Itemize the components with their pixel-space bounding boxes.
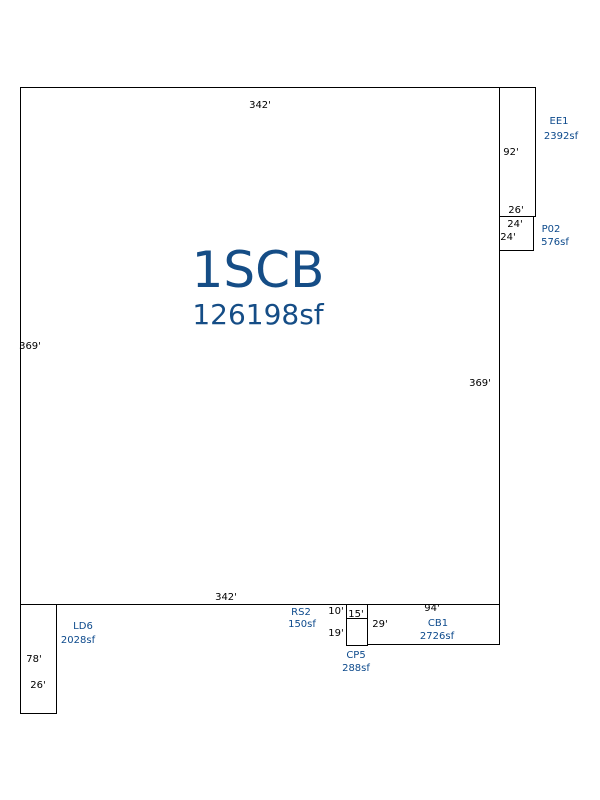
main-room-name: 1SCB	[192, 241, 325, 299]
ee1-dim-height: 92'	[503, 147, 518, 158]
rs2-name: RS2	[291, 607, 311, 618]
room-ee1[interactable]	[499, 87, 536, 217]
room-ld6[interactable]	[20, 604, 57, 714]
room-1scb[interactable]	[20, 87, 500, 605]
room-p02[interactable]	[499, 216, 534, 251]
ld6-name: LD6	[73, 621, 93, 632]
ld6-dim-width: 26'	[30, 680, 45, 691]
cp5-dim-height: 19'	[328, 628, 343, 639]
ld6-area: 2028sf	[61, 635, 96, 646]
main-dim-right: 369'	[469, 378, 491, 389]
room-cp5[interactable]	[346, 618, 368, 646]
cb1-name: CB1	[428, 618, 448, 629]
cb1-dim-height: 29'	[372, 619, 387, 630]
ee1-area: 2392sf	[544, 131, 579, 142]
main-dim-bottom: 342'	[215, 592, 237, 603]
rs2-dim-height: 10'	[328, 606, 343, 617]
cp5-name: CP5	[346, 650, 365, 661]
p02-name: P02	[542, 224, 561, 235]
p02-dim-height: 24'	[500, 232, 515, 243]
ee1-dim-width: 26'	[508, 205, 523, 216]
rs2-area: 150sf	[288, 619, 316, 630]
room-cb1[interactable]	[367, 604, 500, 645]
main-room-area: 126198sf	[192, 298, 324, 331]
cb1-dim-width: 94'	[424, 603, 439, 614]
main-dim-top: 342'	[249, 100, 271, 111]
cp5-area: 288sf	[342, 663, 370, 674]
main-dim-left: 369'	[19, 341, 41, 352]
rs2-dim-width: 15'	[348, 609, 363, 620]
ld6-dim-height: 78'	[26, 654, 41, 665]
ee1-name: EE1	[550, 116, 569, 127]
cb1-area: 2726sf	[420, 631, 455, 642]
p02-area: 576sf	[541, 237, 569, 248]
p02-dim-width: 24'	[507, 219, 522, 230]
